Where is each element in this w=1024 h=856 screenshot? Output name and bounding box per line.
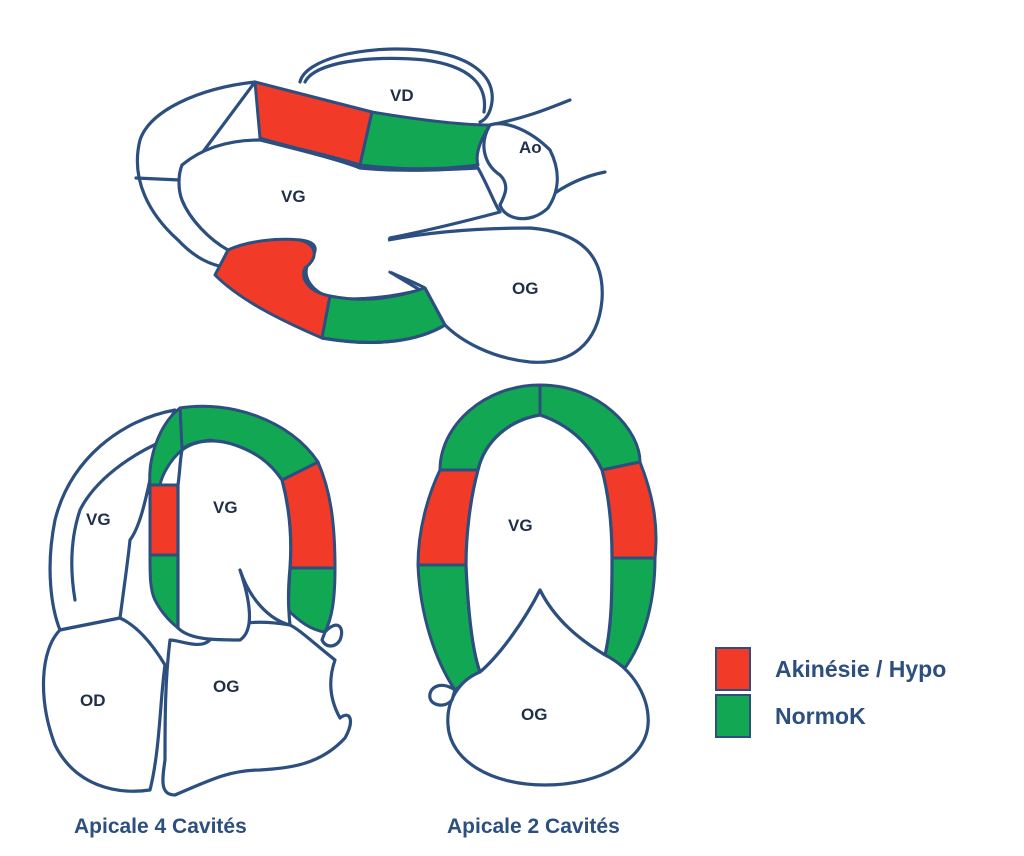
legend-swatch-normal <box>715 694 751 738</box>
legend-item-normal: NormoK <box>715 694 866 738</box>
a4c-septal-mid-segment <box>148 483 180 557</box>
plax-rv-label: VD <box>390 86 414 105</box>
plax-aorta <box>482 122 559 221</box>
a4c-la <box>161 620 353 797</box>
plax-anteroseptal-mid-segment <box>358 110 492 171</box>
plax-la-label: OG <box>512 279 538 298</box>
a2c-caption: Apicale 2 Cavités <box>447 815 620 838</box>
apical-2-chamber-view <box>416 383 658 787</box>
a4c-lv-label: VG <box>213 498 238 517</box>
a2c-la <box>446 588 650 787</box>
plax-aorta-upper <box>488 98 572 127</box>
plax-apical-divider <box>134 176 182 182</box>
a2c-lv-label: VG <box>508 516 533 535</box>
a4c-ra-label: OD <box>80 691 106 710</box>
legend-label-akinesia: Akinésie / Hypo <box>775 655 947 682</box>
apical-4-chamber-view <box>41 404 353 797</box>
a2c-pericardial-bump <box>428 683 457 707</box>
plax-rv-wall <box>298 47 494 124</box>
plax-la-lower-wall <box>320 323 447 345</box>
a4c-ra <box>41 616 167 793</box>
plax-lv-label: VG <box>281 187 306 206</box>
plax-rv-inner <box>303 56 487 114</box>
a4c-lateral-basal-segment <box>286 566 337 634</box>
plax-inferolateral-basal-segment <box>213 237 332 340</box>
a4c-caption: Apicale 4 Cavités <box>74 815 247 838</box>
plax-ao-label: Ao <box>519 138 542 157</box>
a4c-rv-trabeculation <box>70 438 167 602</box>
legend-label-normal: NormoK <box>775 702 866 729</box>
a4c-septal-basal-segment <box>148 553 180 630</box>
a4c-rv <box>48 408 177 632</box>
a4c-rv-label: VG <box>86 510 111 529</box>
legend-item-akinesia: Akinésie / Hypo <box>715 647 946 691</box>
a4c-lv-cavity <box>176 439 293 642</box>
parasternal-long-axis-view <box>134 47 607 364</box>
legend-swatch-akinesia <box>715 647 751 691</box>
a4c-pericardial-bump <box>320 623 344 648</box>
a4c-la-label: OG <box>213 677 239 696</box>
a2c-la-label: OG <box>521 705 547 724</box>
plax-la <box>387 226 604 364</box>
